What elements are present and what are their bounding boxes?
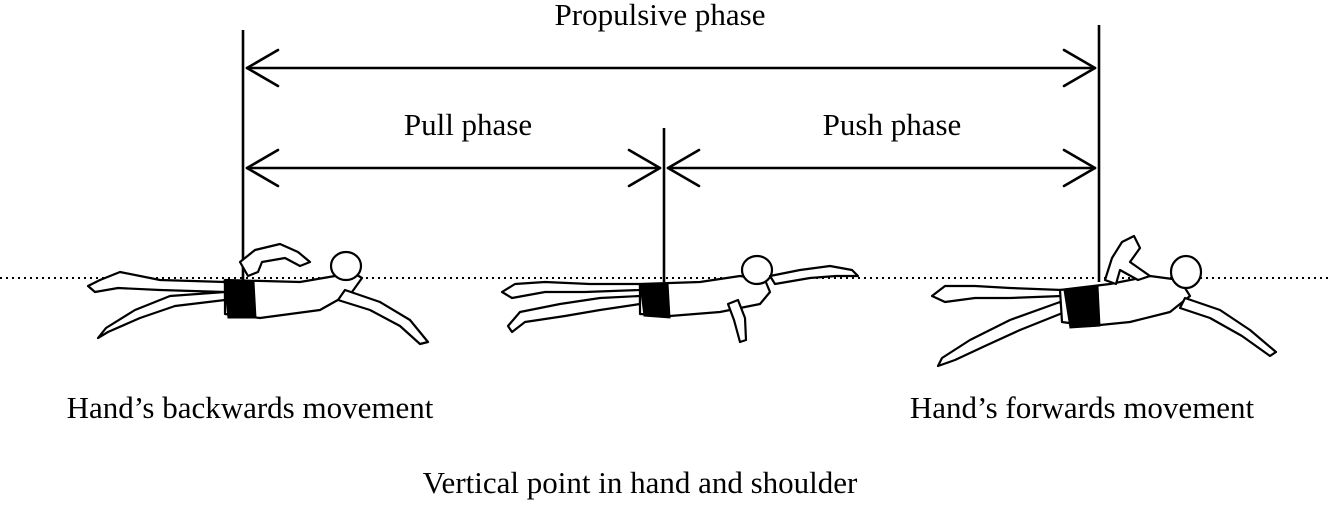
- propulsive-phase-arrow: [245, 48, 1097, 88]
- pull-phase-arrow: [245, 148, 662, 188]
- vertical-point-label: Vertical point in hand and shoulder: [423, 465, 858, 500]
- swimmer-middle-illustration: [500, 254, 860, 344]
- push-phase-label: Push phase: [823, 107, 962, 142]
- backwards-movement-label: Hand’s backwards movement: [67, 390, 434, 425]
- pull-phase-label: Pull phase: [404, 107, 532, 142]
- forwards-movement-label: Hand’s forwards movement: [910, 390, 1255, 425]
- propulsive-phase-label: Propulsive phase: [555, 0, 766, 32]
- swimmer-right-illustration: [930, 234, 1278, 368]
- swimmer-left-illustration: [86, 242, 430, 346]
- push-phase-arrow: [666, 148, 1097, 188]
